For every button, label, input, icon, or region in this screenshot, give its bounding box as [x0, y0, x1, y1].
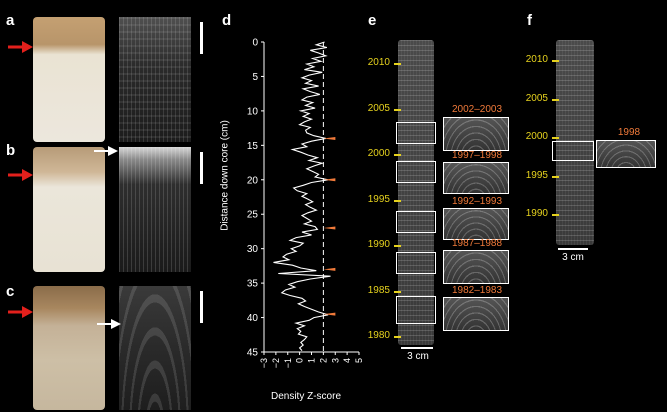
high-density-marker [323, 136, 336, 140]
panel-e-year-tick [394, 63, 401, 65]
core-slab-e [398, 40, 434, 345]
y-tick-label: 35 [247, 279, 259, 290]
zoom-box-1997 [396, 161, 436, 183]
y-tick-label: 10 [247, 106, 259, 117]
zoom-box-1982 [396, 296, 436, 324]
zoom-image-1992-1993 [443, 208, 509, 240]
panel-f-year-tick [552, 98, 559, 101]
panel-f-year-label: 2010 [525, 54, 548, 65]
zoom-box-2002 [396, 122, 436, 144]
x-tick-label: −1 [283, 358, 293, 368]
scale-bar-e [401, 347, 433, 349]
zoom-image-1987-1988 [443, 250, 509, 284]
coral-core-photo-c [33, 286, 105, 410]
scale-label-f: 3 cm [562, 252, 584, 263]
red-arrow-icon [8, 306, 33, 318]
panel-f-year-label: 2005 [525, 92, 548, 104]
zoom-label-1987-1988: 1987–1988 [451, 238, 503, 249]
zoom-label-1998: 1998 [617, 127, 641, 138]
panel-e-year-label: 1990 [367, 239, 390, 250]
panel-e-year-label: 2000 [367, 148, 390, 159]
y-tick-label: 30 [247, 244, 259, 255]
panel-f-year-label: 1990 [525, 208, 548, 219]
x-tick-label: 0 [295, 358, 305, 363]
x-tick-label: 2 [318, 358, 328, 363]
panel-e-year-label: 2005 [367, 102, 390, 114]
zoom-image-2002-2003 [443, 117, 509, 151]
scale-label-e: 3 cm [407, 351, 429, 362]
white-arrow-icon [97, 319, 121, 329]
zoom-label-1982-1983: 1982–1983 [451, 285, 503, 296]
zoom-box-1992 [396, 211, 436, 233]
panel-label-c: c [6, 283, 15, 300]
panel-e-year-tick [394, 245, 401, 247]
panel-e-year-label: 2010 [367, 57, 390, 68]
panel-f-year-tick [552, 214, 559, 216]
zoom-label-2002-2003: 2002–2003 [451, 104, 503, 115]
panel-e-year-label: 1985 [367, 284, 390, 296]
panel-e-year-label: 1980 [367, 330, 390, 341]
zoom-label-1992-1993: 1992–1993 [451, 196, 503, 207]
panel-e-year-label: 1995 [367, 193, 390, 205]
panel-f-year-label: 2000 [525, 131, 548, 142]
coral-core-photo-b [33, 147, 105, 272]
x-axis-title: Density Z-score [270, 391, 341, 402]
panel-e-year-tick [394, 290, 401, 293]
panel-f-year-label: 1995 [525, 169, 548, 181]
panel-f-year-tick [552, 137, 559, 139]
scale-bar-b [200, 152, 203, 184]
white-arrow-icon [94, 146, 118, 156]
x-tick-label: −3 [259, 358, 269, 368]
xray-image-c [119, 286, 191, 410]
core-slab-f [556, 40, 594, 245]
panel-e-year-tick [394, 108, 401, 111]
high-density-marker [323, 178, 336, 182]
red-arrow-icon [8, 169, 33, 181]
y-tick-label: 25 [247, 210, 259, 221]
panel-f-year-tick [552, 175, 559, 178]
x-tick-label: −2 [271, 358, 281, 368]
y-tick-label: 15 [247, 141, 259, 152]
density-series-line [273, 41, 331, 351]
y-tick-label: 0 [252, 38, 258, 49]
zoom-image-1982-1983 [443, 297, 509, 331]
x-tick-label: 1 [307, 358, 317, 363]
panel-e-year-tick [394, 199, 401, 202]
panel-label-e: e [368, 12, 377, 29]
panel-e-year-tick [394, 336, 401, 338]
panel-label-f: f [527, 12, 532, 29]
high-density-marker [323, 267, 336, 271]
panel-e-year-tick [394, 154, 401, 156]
zoom-image-1997-1998 [443, 162, 509, 194]
y-tick-label: 45 [247, 348, 259, 359]
red-arrow-icon [8, 41, 33, 53]
panel-label-d: d [222, 12, 232, 29]
zoom-label-1997-1998: 1997–1998 [451, 150, 503, 161]
xray-image-a [119, 17, 191, 142]
panel-f-year-tick [552, 60, 559, 62]
y-tick-label: 5 [252, 72, 258, 83]
x-tick-label: 5 [354, 358, 364, 363]
x-tick-label: 4 [342, 358, 352, 363]
coral-core-photo-a [33, 17, 105, 142]
panel-label-a: a [6, 12, 15, 29]
scale-bar-a [200, 22, 203, 54]
zoom-box-1987 [396, 252, 436, 274]
high-density-marker [323, 226, 336, 230]
zoom-image-1998 [596, 140, 656, 168]
xray-image-b [119, 147, 191, 272]
panel-label-b: b [6, 142, 16, 159]
x-tick-label: 3 [330, 358, 340, 363]
scale-bar-c [200, 291, 203, 323]
scale-bar-f [558, 248, 588, 250]
y-axis-title: Distance down core (cm) [219, 120, 231, 231]
high-density-marker [323, 312, 336, 316]
zoom-box-1998 [552, 141, 594, 161]
y-tick-label: 40 [247, 313, 259, 324]
y-tick-label: 20 [247, 175, 259, 186]
